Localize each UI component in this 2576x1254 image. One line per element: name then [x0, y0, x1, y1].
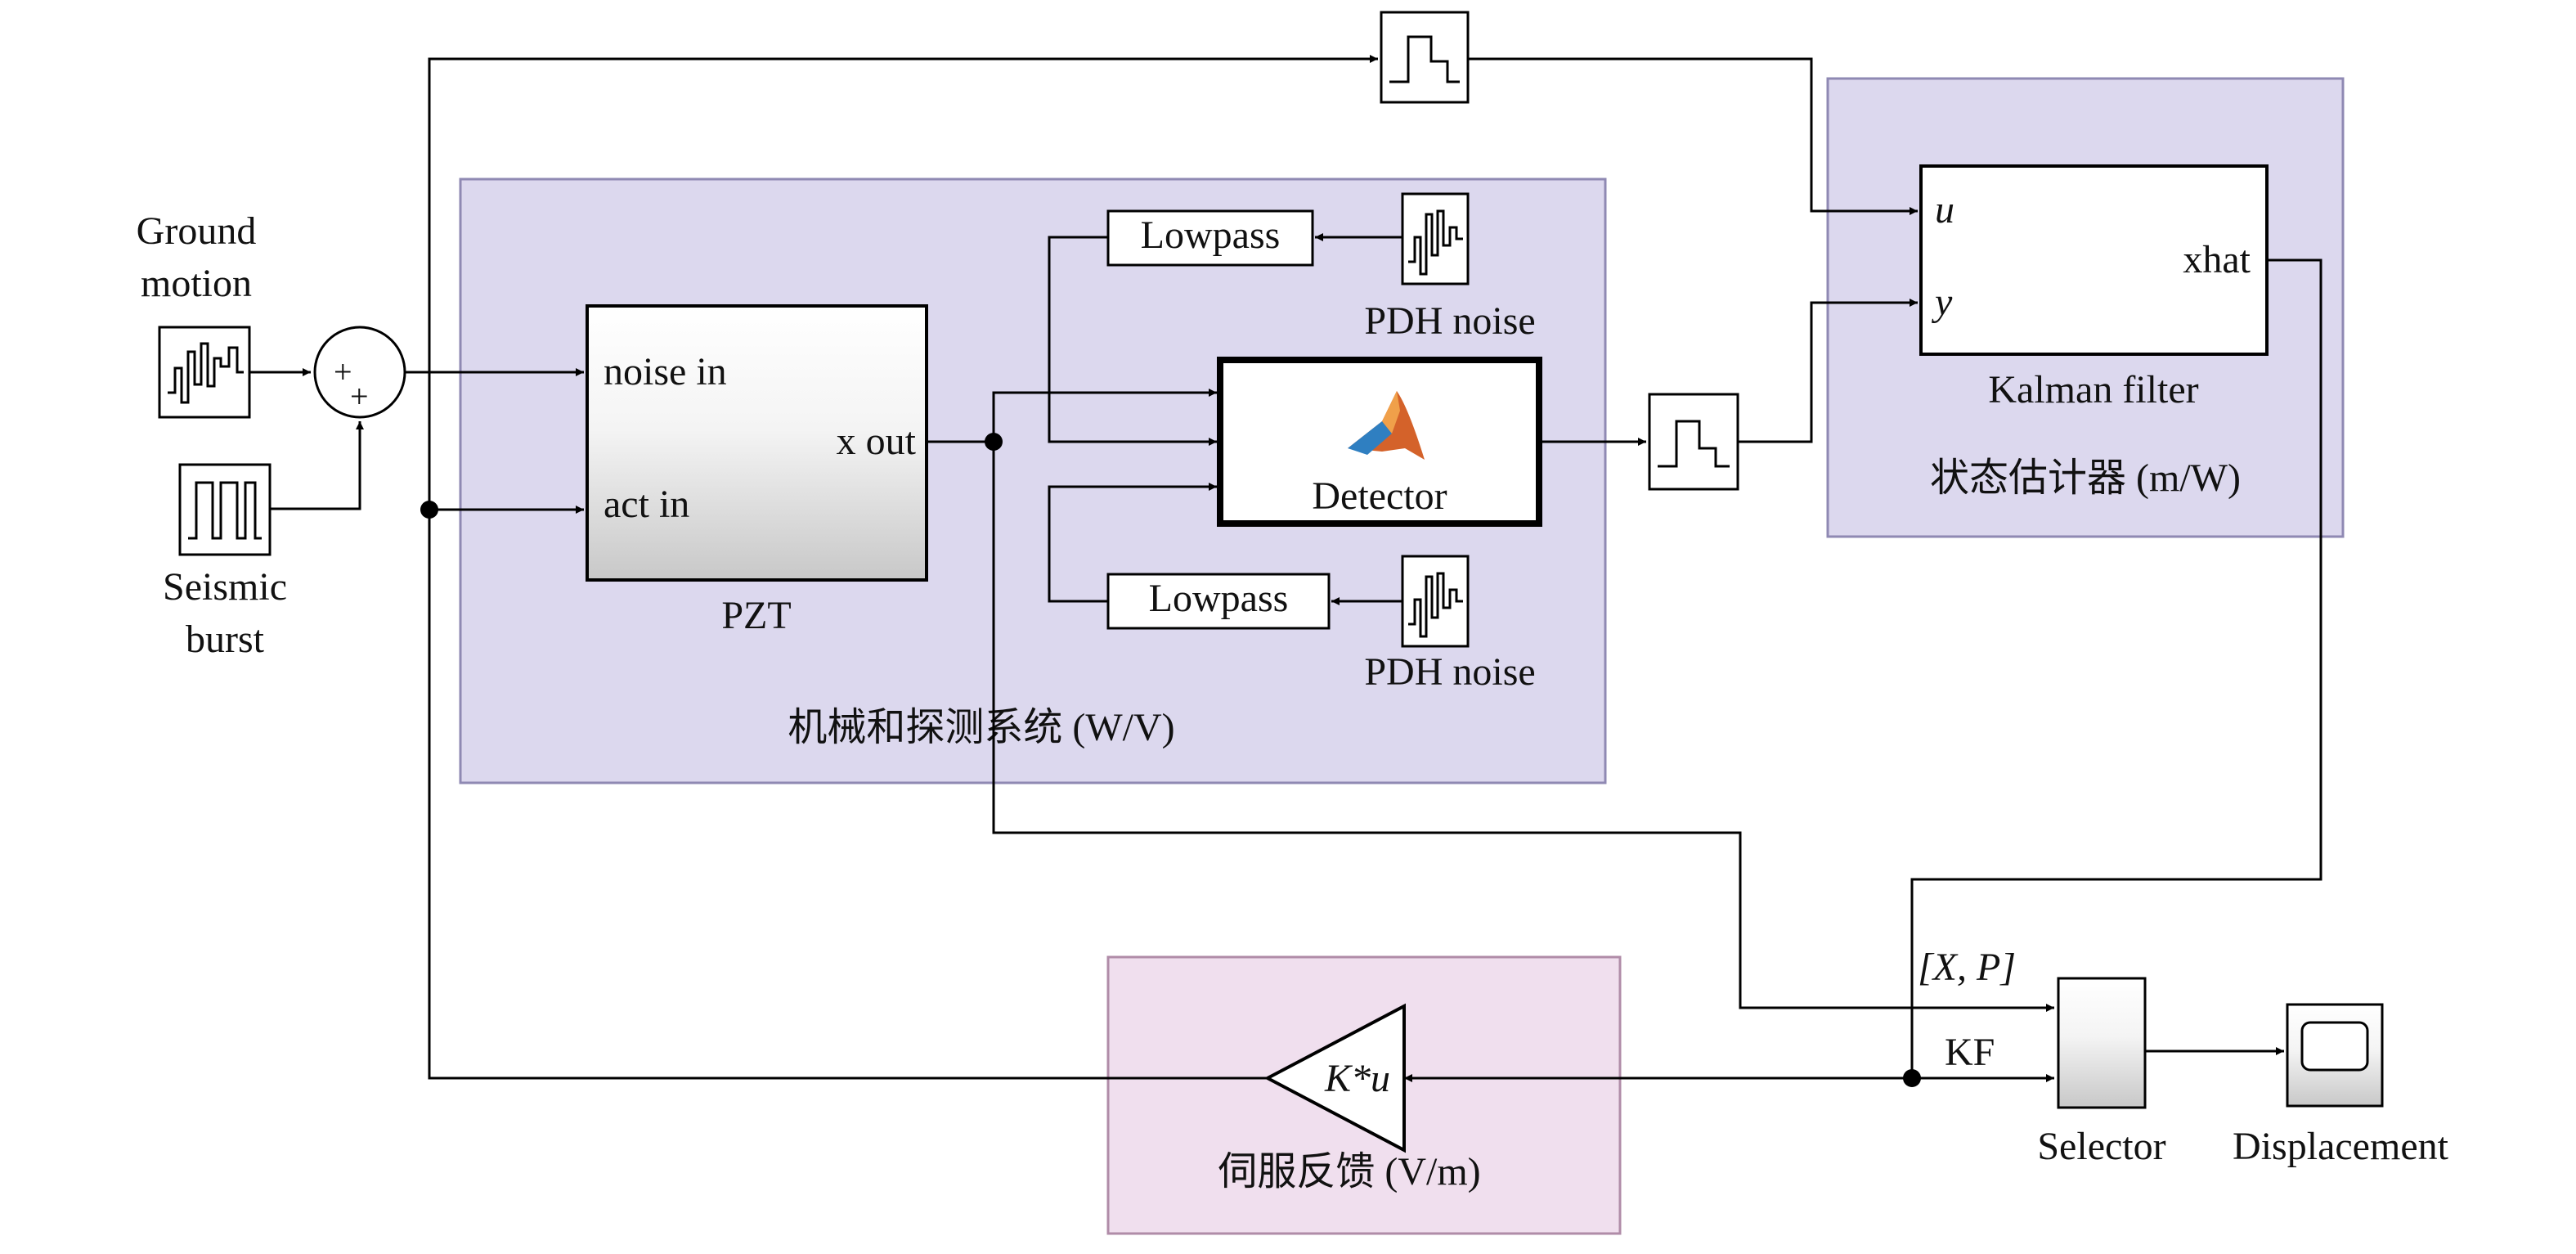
pzt-port-x-out: x out — [837, 420, 917, 463]
kalman-port-y: y — [1931, 281, 1953, 324]
matlab-logo-icon — [1348, 391, 1425, 460]
lowpass-bottom-label: Lowpass — [1149, 577, 1289, 620]
pzt-port-act-in: act in — [604, 483, 689, 526]
selector-block[interactable] — [2057, 977, 2147, 1109]
ground-motion-label-2: motion — [141, 262, 252, 305]
scope-label: Displacement — [2233, 1125, 2449, 1168]
sum-block[interactable]: + + — [313, 326, 406, 419]
lowpass-top-block[interactable] — [1106, 209, 1314, 267]
junction-dot-feedback — [420, 501, 438, 519]
pdh-noise-top-label: PDH noise — [1364, 299, 1535, 343]
pzt-block[interactable] — [586, 304, 928, 582]
seismic-burst-block[interactable] — [178, 463, 272, 556]
gain-block[interactable] — [1263, 1003, 1406, 1153]
estimator-subsystem-label: 状态估计器 (m/W) — [1930, 456, 2241, 500]
seismic-burst-label-2: burst — [186, 618, 265, 661]
gain-label: K*u — [1324, 1057, 1390, 1100]
mechanical-subsystem-label: 机械和探测系统 (W/V) — [788, 706, 1174, 749]
zero-order-hold-top-block[interactable] — [1380, 11, 1470, 104]
pdh-noise-bottom-label: PDH noise — [1364, 650, 1535, 694]
kalman-port-xhat: xhat — [2183, 238, 2251, 281]
kalman-filter-block[interactable] — [1919, 164, 2269, 356]
kalman-filter-label: Kalman filter — [1988, 368, 2198, 411]
lowpass-bottom-block[interactable] — [1106, 573, 1331, 630]
signal-xp-label: [X, P] — [1918, 946, 2016, 989]
zero-order-hold-detector-block[interactable] — [1648, 393, 1739, 491]
signal-kf-label: KF — [1945, 1031, 1995, 1074]
pzt-port-noise-in: noise in — [604, 350, 727, 393]
junction-dot-xout — [985, 433, 1003, 451]
detector-label: Detector — [1312, 474, 1447, 518]
feedback-subsystem-label: 伺服反馈 (V/m) — [1218, 1150, 1480, 1193]
ground-motion-label-1: Ground — [137, 209, 257, 253]
pdh-noise-top-block[interactable] — [1401, 192, 1470, 285]
selector-label: Selector — [2037, 1125, 2165, 1168]
pzt-label: PZT — [721, 594, 791, 637]
kalman-port-u: u — [1935, 188, 1954, 231]
junction-dot-kf — [1903, 1069, 1921, 1087]
scope-block[interactable] — [2286, 1003, 2384, 1108]
svg-text:+: + — [334, 353, 352, 390]
seismic-burst-label-1: Seismic — [163, 565, 287, 609]
lowpass-top-label: Lowpass — [1141, 213, 1281, 257]
svg-text:+: + — [350, 378, 369, 415]
ground-motion-block[interactable] — [158, 326, 251, 419]
pdh-noise-bottom-block[interactable] — [1401, 555, 1470, 648]
